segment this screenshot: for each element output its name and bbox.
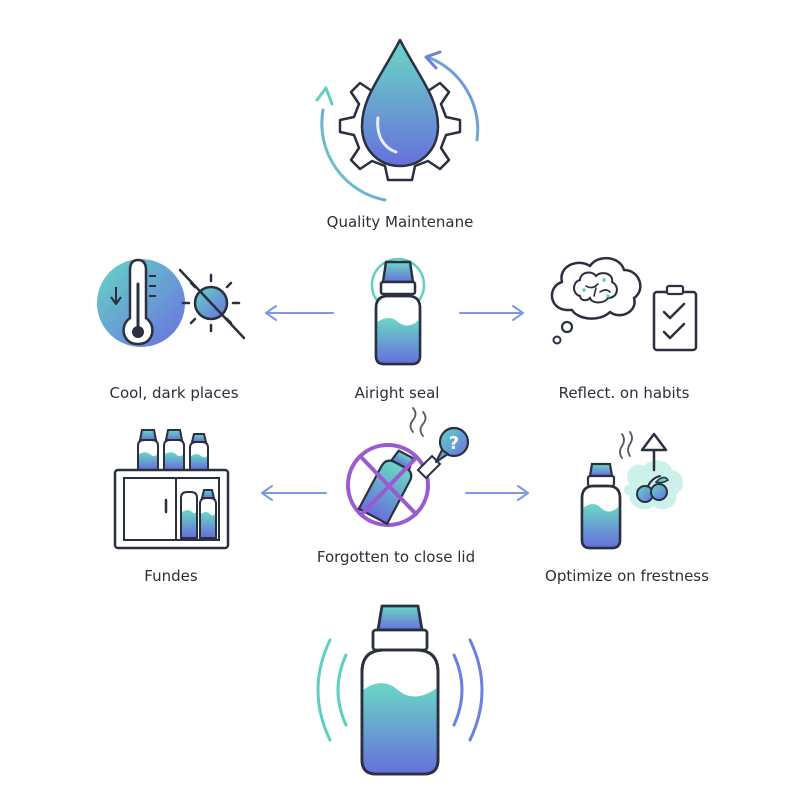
bottle-in-cabinet-1	[180, 491, 198, 539]
no-open-bottle-icon: ?	[346, 407, 470, 527]
label-airtight-seal: Airight seal	[354, 384, 440, 402]
label-forgotten-lid: Forgotten to close lid	[316, 548, 476, 566]
label-fundes: Fundes	[144, 567, 198, 585]
label-quality-maintenance: Quality Maintenane	[326, 213, 474, 231]
arrow-right-bottom	[465, 485, 529, 501]
vibrating-bottle-icon	[316, 604, 484, 776]
thought-brain-icon	[550, 257, 642, 345]
bottle-on-top-3	[189, 433, 209, 471]
no-sun-icon	[178, 268, 246, 340]
arrow-right-top	[459, 305, 524, 321]
label-reflect-on-habits: Reflect. on habits	[558, 384, 690, 402]
label-cool-dark-places: Cool, dark places	[109, 384, 239, 402]
bottle-on-top-1	[137, 429, 159, 471]
checklist-icon	[652, 284, 698, 352]
bottle-in-cabinet-2	[199, 489, 217, 539]
thermometer-icon	[97, 258, 185, 347]
sealed-bottle-icon	[370, 257, 426, 366]
question-mark-icon: ?	[449, 433, 459, 454]
arrow-left-bottom	[261, 485, 327, 501]
label-optimize-freshness: Optimize on frestness	[545, 567, 709, 585]
cabinet-bottles-icon	[113, 429, 230, 550]
arrow-left-top	[265, 305, 334, 321]
freshness-icon	[580, 431, 684, 550]
gear-drop-icon	[315, 38, 480, 202]
bottle-on-top-2	[163, 429, 185, 471]
